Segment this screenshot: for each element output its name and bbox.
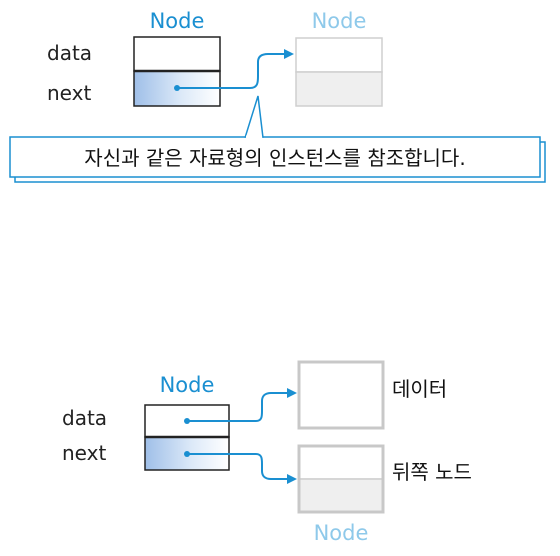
top-callout-text: 자신과 같은 자료형의 인스턴스를 참조합니다. <box>84 146 465 170</box>
bottom-node-box <box>144 404 230 471</box>
top-next-node-next-field <box>295 71 383 107</box>
bottom-next-pointer-arrow <box>187 453 297 484</box>
bottom-data-target-label: 데이터 <box>392 377 447 401</box>
top-next-node-box <box>295 37 383 107</box>
bottom-data-target-box <box>297 360 385 430</box>
top-field-data-label: data <box>47 41 92 65</box>
bottom-next-node-label: Node <box>314 521 369 545</box>
top-next-pointer-arrow <box>177 49 294 89</box>
top-next-node-label: Node <box>312 9 367 33</box>
top-diagram: Node Node data next 자신과 같은 자료형의 인스턴스를 참조… <box>9 9 546 183</box>
bottom-node-label: Node <box>160 373 215 397</box>
top-next-node-data-field <box>295 37 383 73</box>
bottom-diagram: Node data next 데이터 뒤쪽 노드 Node <box>62 360 472 545</box>
top-callout: 자신과 같은 자료형의 인스턴스를 참조합니다. <box>9 95 546 183</box>
bottom-next-target-label: 뒤쪽 노드 <box>392 460 472 484</box>
bottom-next-node-box <box>297 444 385 514</box>
top-node-label: Node <box>150 9 205 33</box>
bottom-next-node-next-field <box>300 480 382 511</box>
top-field-next-label: next <box>47 81 91 105</box>
top-data-field <box>133 36 221 72</box>
bottom-field-data-label: data <box>62 406 107 430</box>
top-node-box <box>133 36 221 107</box>
bottom-field-next-label: next <box>62 441 106 465</box>
bottom-data-pointer-arrow <box>187 388 297 422</box>
